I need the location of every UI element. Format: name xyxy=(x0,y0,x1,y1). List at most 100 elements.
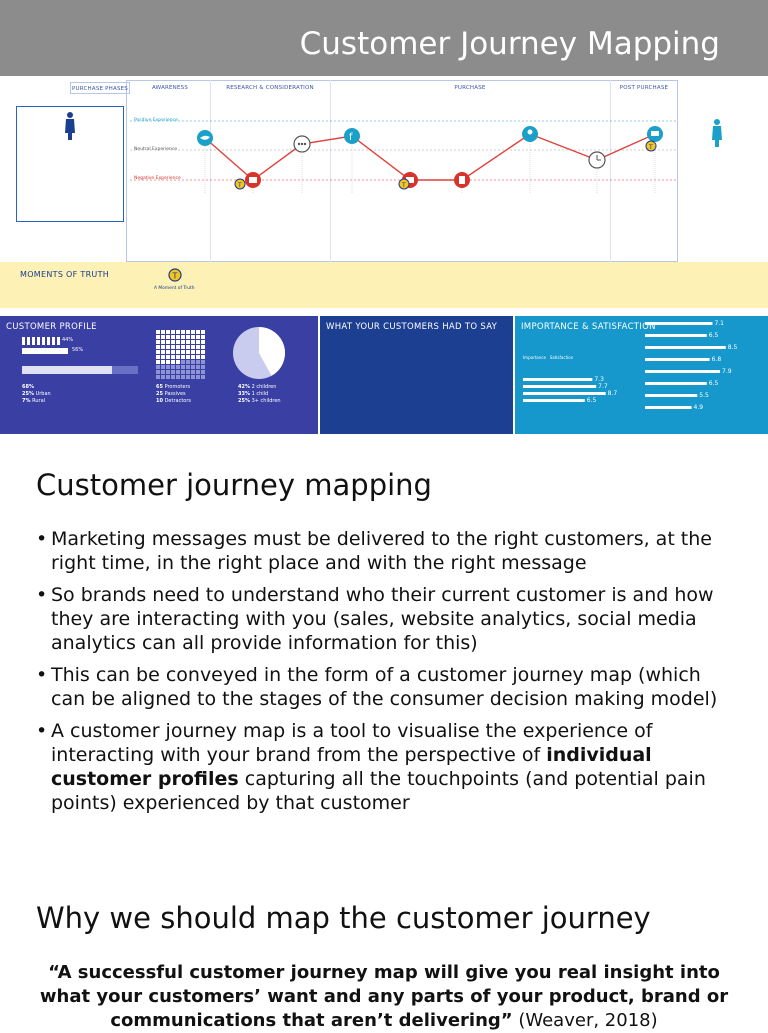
journey-map-infographic: PURCHASE PHASES AWARENESS RESEARCH & CON… xyxy=(0,76,768,434)
nps-dot xyxy=(186,360,190,364)
nps-dot xyxy=(171,365,175,369)
nps-dot xyxy=(181,365,185,369)
journey-area: PURCHASE PHASES AWARENESS RESEARCH & CON… xyxy=(0,76,768,262)
nps-dot xyxy=(176,330,180,334)
nps-dot xyxy=(201,335,205,339)
nps-dot xyxy=(166,360,170,364)
moments-title: MOMENTS OF TRUTH xyxy=(20,270,110,279)
nps-dot xyxy=(156,350,160,354)
nps-dot xyxy=(161,330,165,334)
importance-bar xyxy=(523,399,585,402)
nps-dot xyxy=(201,330,205,334)
nps-dot xyxy=(191,345,195,349)
nps-dot xyxy=(186,340,190,344)
bullet-item: •So brands need to understand who their … xyxy=(36,584,714,654)
nps-dot xyxy=(181,360,185,364)
nps-dot xyxy=(171,370,175,374)
nps-dot xyxy=(181,350,185,354)
nps-dot xyxy=(201,360,205,364)
nps-dot xyxy=(186,345,190,349)
positive-experience-label: Positive Experience xyxy=(134,118,178,123)
importance-bar xyxy=(523,385,597,388)
nps-dot xyxy=(201,345,205,349)
nps-dot xyxy=(156,370,160,374)
stage-separator xyxy=(610,80,611,262)
importance-value-label: 7.1 xyxy=(714,320,724,327)
nps-dot-grid xyxy=(156,330,205,379)
svg-text:f: f xyxy=(349,132,353,143)
nps-dot xyxy=(191,375,195,379)
importance-value-label: 7.9 xyxy=(722,368,732,375)
nps-dot xyxy=(171,350,175,354)
nps-dot xyxy=(186,375,190,379)
gender-pct-female: 44% xyxy=(62,337,74,343)
importance-bar xyxy=(645,322,713,325)
people-row-icon xyxy=(22,337,60,345)
nps-dot xyxy=(201,365,205,369)
nps-dot xyxy=(161,360,165,364)
nps-dot xyxy=(166,365,170,369)
nps-dot xyxy=(196,335,200,339)
gender-bar xyxy=(22,348,68,354)
nps-dot xyxy=(186,350,190,354)
family-pie-chart xyxy=(233,327,285,379)
svg-text:T: T xyxy=(401,182,406,189)
location-stat: 7% Rural xyxy=(22,398,46,404)
profile-title: CUSTOMER PROFILE xyxy=(6,322,97,332)
nps-dot xyxy=(201,375,205,379)
touchpoint-facebook-icon: f xyxy=(344,128,360,144)
nps-dot xyxy=(191,370,195,374)
moment-of-truth-legend-icon: T xyxy=(168,268,182,282)
importance-satisfaction-panel: IMPORTANCE & SATISFACTION Importance Sat… xyxy=(515,316,768,434)
importance-bar xyxy=(645,406,692,409)
importance-bar xyxy=(645,370,721,373)
nps-dot xyxy=(181,355,185,359)
importance-value-label: 4.9 xyxy=(694,404,704,411)
nps-dot xyxy=(181,345,185,349)
nps-dot xyxy=(176,370,180,374)
touchpoint-phone-icon xyxy=(454,172,470,188)
nps-dot xyxy=(156,375,160,379)
importance-value-label: 6.5 xyxy=(709,380,719,387)
nps-dot xyxy=(156,355,160,359)
moment-of-truth-marker-icon: T xyxy=(398,178,410,190)
nps-dot xyxy=(166,375,170,379)
importance-value-label: 6.8 xyxy=(712,356,722,363)
importance-value-label: 5.5 xyxy=(699,392,709,399)
slide-title-bar: Customer Journey Mapping xyxy=(0,0,768,76)
importance-bar xyxy=(645,358,710,361)
nps-stat: 65 Promoters xyxy=(156,384,191,390)
nps-dot xyxy=(191,340,195,344)
importance-legend: Importance Satisfaction xyxy=(523,355,574,360)
nps-dot xyxy=(161,335,165,339)
nps-dot xyxy=(176,335,180,339)
bullet-item: •Marketing messages must be delivered to… xyxy=(36,528,712,574)
moment-of-truth-marker-icon: T xyxy=(234,178,246,190)
nps-stat: 10 Detractors xyxy=(156,398,191,404)
nps-dot xyxy=(181,340,185,344)
stage-header-awareness: AWARENESS xyxy=(151,85,189,91)
nps-dot xyxy=(171,340,175,344)
nps-dot xyxy=(166,335,170,339)
nps-dot xyxy=(176,355,180,359)
nps-dot xyxy=(201,350,205,354)
nps-dot xyxy=(171,375,175,379)
family-stat: 42% 2 children xyxy=(238,384,277,390)
nps-dot xyxy=(161,340,165,344)
bullet-item: •A customer journey map is a tool to vis… xyxy=(36,720,706,814)
stage-header-research: RESEARCH & CONSIDERATION xyxy=(226,85,314,91)
nps-stats: 65 Promoters 25 Passives 10 Detractors xyxy=(156,384,191,405)
nps-dot xyxy=(201,340,205,344)
family-stats: 42% 2 children 33% 1 child 25% 3+ childr… xyxy=(238,384,281,405)
location-stat: 68% xyxy=(22,384,34,390)
nps-dot xyxy=(156,340,160,344)
importance-bar xyxy=(645,394,698,397)
quotes-title: WHAT YOUR CUSTOMERS HAD TO SAY xyxy=(326,322,498,332)
nps-dot xyxy=(201,370,205,374)
gender-pct-male: 56% xyxy=(72,347,84,353)
moment-of-truth-marker-icon: T xyxy=(645,140,657,152)
nps-dot xyxy=(161,370,165,374)
nps-dot xyxy=(196,345,200,349)
persona-figure-icon xyxy=(712,119,722,147)
nps-dot xyxy=(166,370,170,374)
